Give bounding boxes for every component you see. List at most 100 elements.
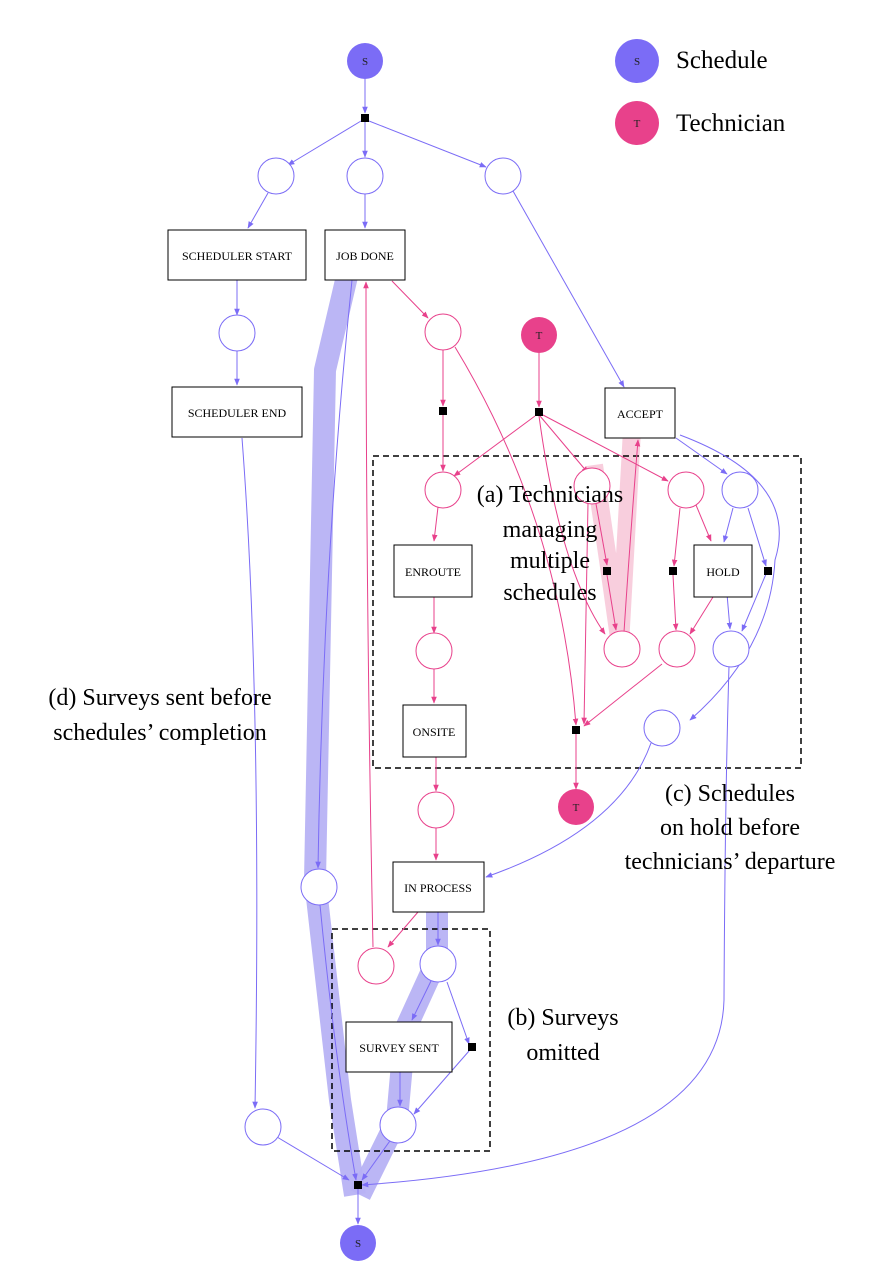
arc [741, 573, 767, 632]
arc [623, 439, 641, 633]
arc [276, 1136, 350, 1181]
arc [431, 506, 439, 542]
arc [606, 574, 618, 631]
arc [581, 502, 589, 725]
arc [287, 120, 362, 166]
annotation-boxes [331, 455, 802, 1152]
arc [538, 415, 606, 635]
arc [391, 280, 429, 319]
arc [583, 663, 663, 727]
token-places: S T T S [340, 43, 594, 1261]
arc [363, 281, 374, 948]
annotation-c-line-3: technicians’ departure [625, 849, 836, 875]
arc [726, 593, 733, 630]
technician-end-token-label: T [573, 802, 580, 814]
silent-transitions [354, 114, 772, 1189]
arc [454, 346, 579, 726]
place [484, 157, 522, 195]
place [415, 632, 453, 670]
activity-box-enroute [393, 544, 473, 598]
arc [361, 1137, 393, 1181]
place [643, 709, 681, 747]
annotation-a-line-2: managing [503, 517, 598, 543]
schedule-start-token-label: S [362, 56, 368, 68]
legend-technician-swatch [615, 101, 659, 145]
silent-transition [572, 726, 580, 734]
activity-box-onsite [402, 704, 467, 758]
place [721, 471, 759, 509]
place [244, 1108, 282, 1146]
annotation-b-line-2: omitted [526, 1040, 599, 1066]
silent-transition [361, 114, 369, 122]
annotation-a-line-4: schedules [503, 580, 596, 606]
silent-transition [603, 567, 611, 575]
arc [241, 437, 258, 1109]
technician-start-token-label: T [536, 330, 543, 342]
schedule-arcs [234, 79, 780, 1225]
place [712, 630, 750, 668]
arc [747, 507, 767, 567]
activity-box-in-process [392, 861, 485, 913]
arc [453, 415, 536, 477]
legend-schedule-token: S [634, 56, 640, 68]
arc [675, 437, 728, 475]
annotation-a-line-3: multiple [510, 548, 590, 574]
arc [695, 504, 712, 542]
annotation-d-line-1: (d) Surveys sent before [48, 685, 271, 711]
activity-label-in-process: IN PROCESS [404, 881, 472, 895]
activity-label-scheduler-end: SCHEDULER END [188, 406, 287, 420]
arc [689, 596, 714, 635]
arc [361, 665, 730, 1188]
schedule-start-token [347, 43, 383, 79]
arc [485, 742, 652, 878]
activities: SCHEDULER START JOB DONE SCHEDULER END A… [167, 229, 753, 1073]
silent-transition [535, 408, 543, 416]
activity-label-enroute: ENROUTE [405, 565, 461, 579]
activity-label-survey-sent: SURVEY SENT [359, 1041, 439, 1055]
arc [413, 1050, 470, 1115]
legend-schedule-swatch [615, 39, 659, 83]
arc [539, 415, 589, 474]
annotation-a-line-1: (a) Technicians [477, 482, 623, 508]
arc [672, 574, 679, 631]
schedule-end-token [340, 1225, 376, 1261]
place [379, 1106, 417, 1144]
legend-technician-label: Technician [676, 110, 786, 137]
annotation-c-line-1: (c) Schedules [665, 781, 795, 807]
silent-transition [354, 1181, 362, 1189]
schedule-end-token-label: S [355, 1238, 361, 1250]
technician-arcs [363, 280, 714, 948]
silent-transition [669, 567, 677, 575]
arc [411, 980, 432, 1021]
legend: S Schedule T Technician [615, 39, 786, 145]
activity-label-hold: HOLD [706, 565, 740, 579]
legend-technician-token: T [634, 118, 641, 130]
activity-box-scheduler-end [171, 386, 303, 438]
arc [446, 981, 470, 1045]
arc [512, 190, 625, 388]
places [218, 157, 759, 1146]
place [300, 868, 338, 906]
activity-label-accept: ACCEPT [617, 407, 664, 421]
technician-start-token [521, 317, 557, 353]
place [424, 313, 462, 351]
legend-schedule-label: Schedule [676, 47, 768, 74]
place [424, 471, 462, 509]
place [357, 947, 395, 985]
activity-box-hold [693, 544, 753, 598]
silent-transition [439, 407, 447, 415]
highlight-a-multiple-schedules [585, 429, 641, 654]
arc [722, 507, 734, 543]
technician-end-token [558, 789, 594, 825]
arc [679, 434, 780, 721]
activity-box-scheduler-start [167, 229, 307, 281]
place [658, 630, 696, 668]
place [573, 467, 611, 505]
arc [315, 279, 353, 869]
arc [319, 904, 358, 1181]
arc [542, 414, 669, 482]
arc [595, 503, 609, 566]
place [346, 157, 384, 195]
place [603, 630, 641, 668]
